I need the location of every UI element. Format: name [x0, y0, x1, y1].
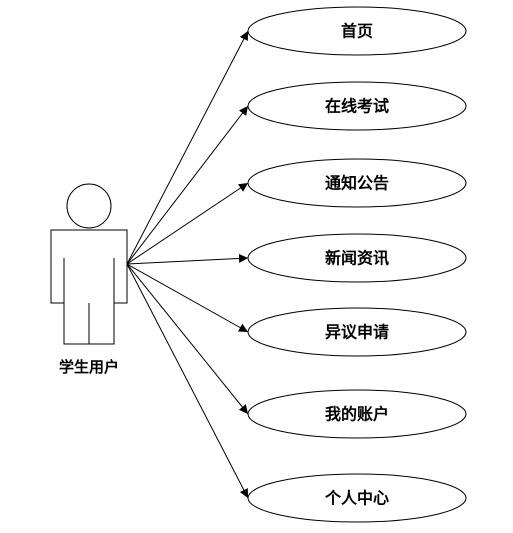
association-arrow	[126, 263, 249, 333]
use-case-label: 新闻资讯	[325, 249, 389, 268]
association-arrow	[126, 182, 249, 265]
use-case-ellipse	[247, 6, 467, 56]
association-arrow	[126, 253, 249, 265]
use-case-objection: 异议申请	[247, 307, 467, 357]
use-case-personal-center: 个人中心	[247, 473, 467, 523]
use-case-label: 我的账户	[325, 405, 389, 424]
association-arrow	[126, 263, 249, 499]
actor-head	[66, 183, 112, 229]
association-arrows	[126, 30, 249, 499]
association-arrow	[126, 30, 249, 265]
use-case-ellipse	[247, 81, 467, 131]
use-cases: 首页 在线考试 通知公告 新闻资讯 异议申请 我的账户 个人中心	[247, 6, 467, 523]
student-actor: 学生用户	[50, 183, 128, 376]
use-case-online-exam: 在线考试	[247, 81, 467, 131]
use-case-news: 新闻资讯	[247, 233, 467, 283]
use-case-ellipse	[247, 473, 467, 523]
use-case-ellipse	[247, 307, 467, 357]
actor-label: 学生用户	[59, 358, 119, 376]
use-case-label: 首页	[341, 22, 373, 41]
use-case-label: 通知公告	[325, 174, 389, 193]
use-case-my-account: 我的账户	[247, 389, 467, 439]
actor-body	[50, 229, 128, 345]
use-case-label: 异议申请	[325, 323, 389, 342]
use-case-notices: 通知公告	[247, 158, 467, 208]
association-arrow	[126, 263, 249, 415]
use-case-label: 个人中心	[324, 489, 389, 508]
use-case-ellipse	[247, 233, 467, 283]
association-arrow	[126, 105, 249, 265]
use-case-ellipse	[247, 158, 467, 208]
use-case-home: 首页	[247, 6, 467, 56]
use-case-label: 在线考试	[325, 97, 389, 116]
use-case-ellipse	[247, 389, 467, 439]
